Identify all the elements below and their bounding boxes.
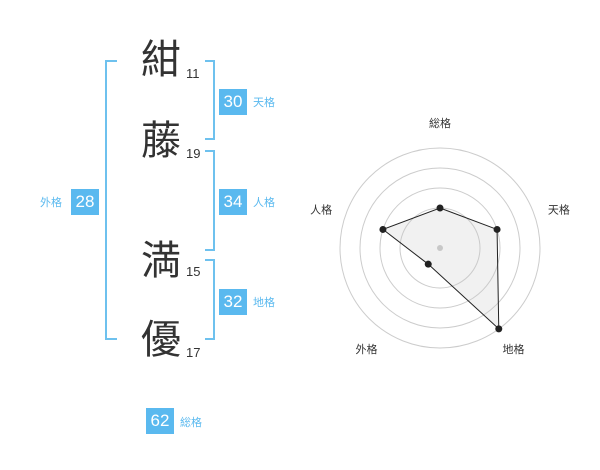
radar-ring-3 xyxy=(359,167,521,329)
name-char-3: 満 xyxy=(141,238,181,284)
name-char-4: 優 xyxy=(141,317,181,363)
radar-point xyxy=(379,225,387,233)
jinkaku-bracket xyxy=(205,150,215,251)
radar-ring-4 xyxy=(339,147,541,349)
chikaku-label: 地格 xyxy=(253,296,275,309)
radar-data-area xyxy=(381,207,500,331)
radar-axis-label: 人格 xyxy=(310,202,332,216)
chikaku-badge: 32 xyxy=(219,289,247,315)
stroke-count-2: 19 xyxy=(186,146,201,161)
jinkaku-label: 人格 xyxy=(253,196,275,209)
radar-point xyxy=(424,260,432,268)
chikaku-bracket xyxy=(205,259,215,340)
radar-center-dot xyxy=(437,245,443,251)
stroke-count-4: 17 xyxy=(186,345,201,360)
jinkaku-badge: 34 xyxy=(219,189,247,215)
radar-axis-label: 天格 xyxy=(548,202,570,216)
stroke-count-1: 11 xyxy=(186,66,200,81)
gaikaku-bracket xyxy=(105,60,117,340)
gaikaku-label: 外格 xyxy=(40,196,62,209)
soukaku-label: 総格 xyxy=(180,416,202,429)
radar-axis-label: 地格 xyxy=(502,342,524,356)
gaikaku-badge: 28 xyxy=(71,189,99,215)
stroke-count-3: 15 xyxy=(186,264,201,279)
radar-point xyxy=(495,325,503,333)
radar-point xyxy=(436,204,444,212)
radar-ring-2 xyxy=(379,187,501,309)
name-char-2: 藤 xyxy=(141,118,181,164)
radar-point xyxy=(493,225,501,233)
tenkaku-badge: 30 xyxy=(219,89,247,115)
radar-axis-label: 総格 xyxy=(429,116,451,130)
radar-axis-label: 外格 xyxy=(356,342,378,356)
name-char-1: 紺 xyxy=(141,37,181,83)
tenkaku-bracket xyxy=(205,60,215,140)
soukaku-badge: 62 xyxy=(146,408,174,434)
tenkaku-label: 天格 xyxy=(253,96,275,109)
